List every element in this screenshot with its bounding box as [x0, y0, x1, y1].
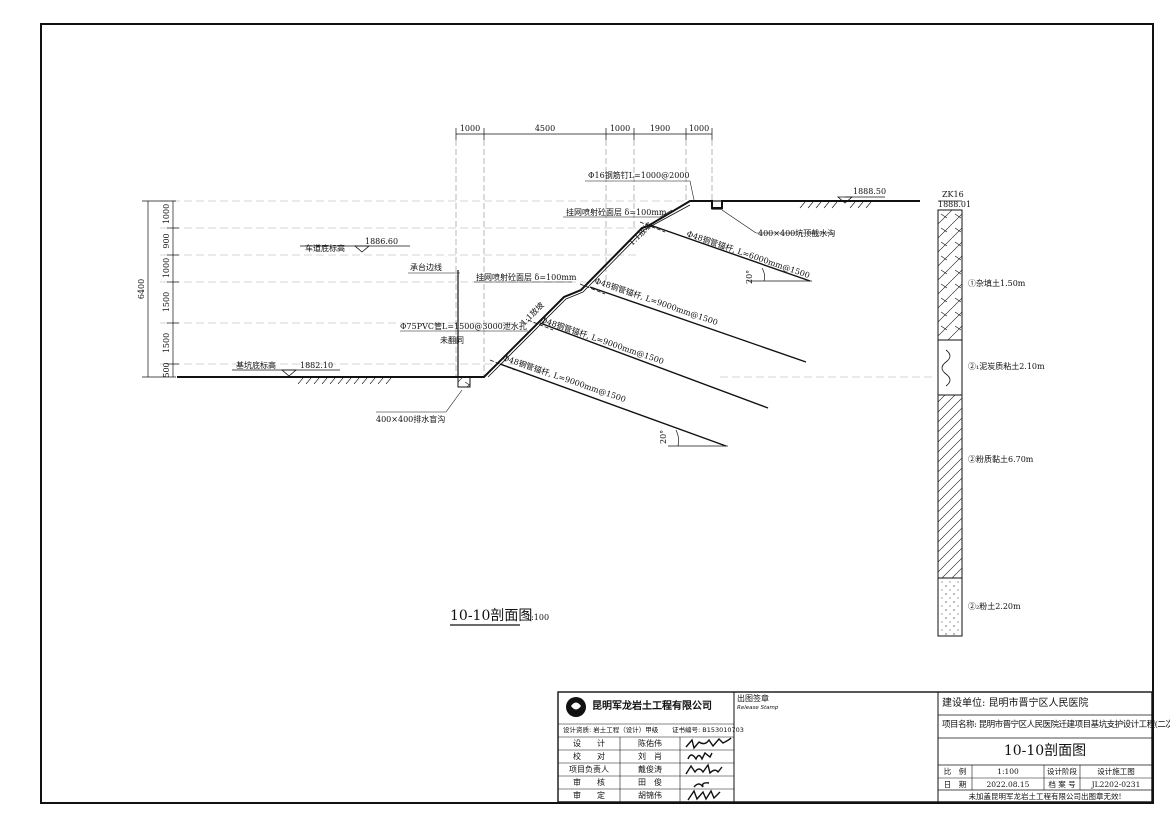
stamp-label-en: Release Stamp: [737, 705, 779, 711]
label-top-ditch: 400×400坑顶截水沟: [758, 228, 835, 238]
role-5: 审 定: [573, 791, 605, 800]
project-name: 项目名称: 昆明市晋宁区人民医院迁建项目基坑支护设计工程(二次): [942, 720, 1170, 730]
label-nail: Φ16钢筋钉L=1000@2000: [588, 170, 689, 180]
label-anchor-2: Φ48钢管锚杆, L=9000mm@1500: [593, 275, 719, 327]
borehole-layer-1: [937, 209, 963, 341]
drawing-name: 10-10剖面图: [1003, 743, 1087, 759]
title-block-grid: [557, 691, 1153, 803]
label-drain: 400×400排水盲沟: [376, 414, 445, 424]
qualification: 设计资质: 岩土工程（设计）甲级: [563, 726, 659, 734]
role-1: 设 计: [573, 739, 605, 748]
vertical-dashed-guides: [455, 140, 713, 377]
role-name-4: 田 俊: [638, 778, 662, 787]
label-mesh-upper: 挂网喷射砼面层 δ=100mm: [566, 207, 667, 217]
label-mesh-lower: 挂网喷射砼面层 δ=100mm: [476, 272, 577, 282]
label-slope-upper: 1:1放坡: [626, 220, 653, 247]
role-4: 审 核: [573, 778, 605, 787]
label-anchor-3: Φ48钢管锚杆, L=9000mm@1500: [539, 314, 665, 366]
left-dimension: [142, 200, 179, 378]
client: 建设单位: 昆明市晋宁区人民医院: [942, 698, 1089, 709]
anchor-rod-1: [649, 224, 811, 282]
footer-note: 未加盖昆明军龙岩土工程有限公司出图章无效!: [968, 792, 1122, 801]
layer-label-1: ①杂填土1.50m: [968, 278, 1026, 288]
label-pvc: Φ75PVC管L=1500@3000泄水孔: [400, 321, 527, 331]
anchor-head-ticks: [489, 221, 666, 371]
dim-left-4: 1500: [162, 292, 171, 312]
anchor-rods: [499, 224, 811, 447]
dim-top-3: 1000: [610, 124, 630, 133]
borehole-layer-3: [937, 394, 963, 579]
dim-left-total: 6400: [137, 279, 146, 299]
dim-left-5: 1500: [162, 333, 171, 353]
role-name-3: 戴俊涛: [638, 765, 662, 774]
caption-scale: 1:100: [526, 613, 549, 622]
drain-box-icon: [457, 376, 471, 388]
angle-markers: [668, 267, 812, 447]
anchor-rod-2: [589, 286, 807, 363]
anchor-rod-4: [499, 363, 727, 447]
top-dimension: [455, 128, 713, 140]
layer-label-2: ②₁泥炭质粘土2.10m: [968, 361, 1045, 371]
ground-hatch: [297, 201, 872, 385]
date-value: 2022.08.15: [986, 780, 1030, 789]
role-3: 项目负责人: [569, 765, 609, 774]
elevation-pit-label: 基坑底标高: [236, 360, 276, 370]
borehole-layer-2: [937, 339, 963, 396]
borehole-elev: 1888.01: [938, 200, 971, 209]
layer-label-4: ②₂粉土2.20m: [968, 601, 1021, 611]
certificate-number: 证书编号: B153010703: [672, 726, 744, 734]
scale-value: 1:100: [997, 767, 1019, 776]
anchor-rod-3: [539, 322, 769, 409]
angle-label-1: 20°: [745, 270, 754, 284]
layer-label-3: ②粉质黏土6.70m: [968, 454, 1034, 464]
excavation-profile: [177, 200, 920, 378]
role-name-2: 刘 肖: [638, 752, 662, 761]
dim-top-5: 1000: [689, 124, 709, 133]
dim-left-3: 1000: [162, 258, 171, 278]
role-2: 校 对: [573, 752, 605, 761]
drawing-frame: [40, 23, 1154, 804]
horizontal-dashed-guides: [160, 200, 935, 378]
dim-top-2: 4500: [535, 124, 555, 133]
elevation-top: 1888.50: [853, 187, 886, 196]
stamp-label: 出图签章: [737, 694, 769, 703]
dim-left-6: 500: [162, 362, 171, 377]
elevation-pit-marker: [280, 369, 298, 377]
elevation-road-label: 车道底标高: [305, 243, 345, 253]
borehole-id: ZK16: [942, 190, 964, 199]
archive-label: 档 案 号: [1048, 780, 1076, 789]
elevation-road-marker: [353, 245, 371, 253]
dim-left-1: 1000: [162, 204, 171, 224]
date-label: 日 期: [943, 780, 967, 789]
caption-title: 10-10剖面图: [450, 608, 532, 624]
angle-label-2: 20°: [659, 430, 668, 444]
leader-lines: [376, 180, 834, 413]
stage-value: 设计施工图: [1097, 767, 1135, 776]
company-name: 昆明军龙岩土工程有限公司: [592, 701, 712, 712]
shotcrete-layer: [487, 204, 691, 378]
role-name-1: 陈佑伟: [638, 739, 662, 748]
top-ditch-icon: [711, 200, 723, 210]
elevation-road-value: 1886.60: [365, 237, 398, 246]
archive-value: JL2202-0231: [1091, 780, 1141, 789]
dim-top-1: 1000: [460, 124, 480, 133]
label-pvc2: 未翻同: [440, 335, 464, 345]
stage-label: 设计阶段: [1047, 767, 1077, 776]
role-name-5: 胡锦伟: [638, 791, 662, 800]
dim-left-2: 900: [162, 233, 171, 248]
label-anchor-4: Φ48钢管锚杆, L=9000mm@1500: [501, 352, 627, 404]
dim-top-4: 1900: [650, 124, 670, 133]
label-cap-edge: 承台边线: [410, 262, 442, 272]
signature-strokes: [685, 737, 732, 801]
borehole-column: [937, 200, 963, 637]
elevation-pit-value: 1882.10: [300, 361, 333, 370]
scale-label: 比 例: [943, 767, 967, 776]
borehole-layer-4: [937, 577, 963, 637]
